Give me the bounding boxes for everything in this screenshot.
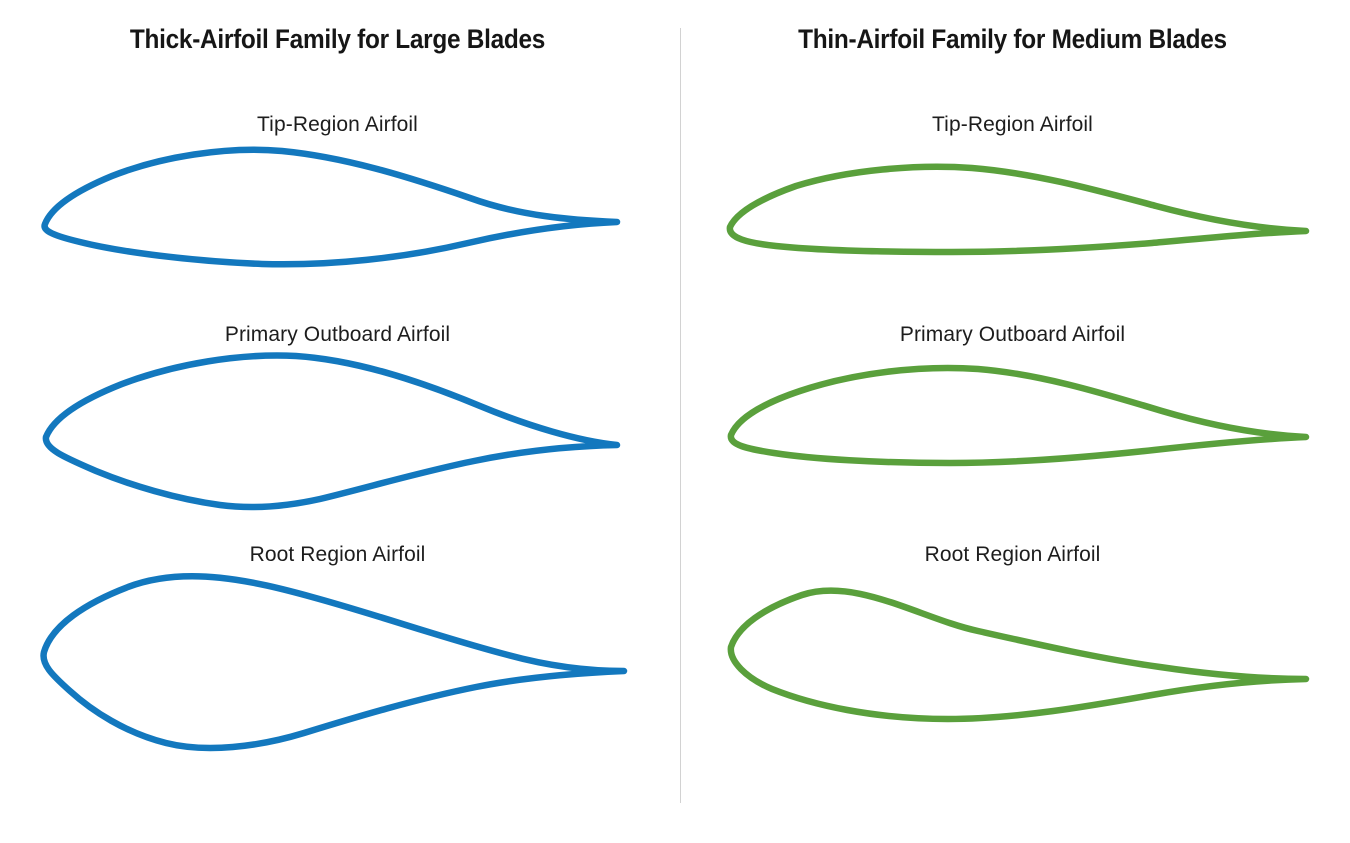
airfoil-block-thick-primary: Primary Outboard Airfoil [0, 322, 675, 524]
panel-divider [680, 28, 681, 803]
airfoil-shape-thick-root [0, 569, 675, 789]
airfoil-outline-thin-tip [726, 163, 1310, 256]
airfoil-outline-thin-primary [727, 364, 1310, 467]
panel-thin-family: Thin-Airfoil Family for Medium Blades Ti… [675, 0, 1350, 843]
airfoil-label-thick-root: Root Region Airfoil [249, 543, 426, 566]
airfoil-shape-thick-primary [0, 349, 675, 524]
airfoil-outline-thick-tip [41, 146, 621, 268]
airfoil-block-thick-tip: Tip-Region Airfoil [0, 112, 675, 289]
airfoil-block-thin-tip: Tip-Region Airfoil [675, 112, 1350, 289]
airfoil-label-thick-primary: Primary Outboard Airfoil [224, 323, 451, 346]
airfoil-outline-thick-root [40, 573, 628, 752]
airfoil-outline-thin-root [727, 587, 1310, 723]
airfoil-outline-thick-primary [42, 352, 621, 511]
airfoil-shape-thin-primary [675, 349, 1350, 524]
airfoil-shape-thick-tip [0, 139, 675, 289]
airfoil-shape-thin-root [675, 569, 1350, 789]
airfoil-block-thin-root: Root Region Airfoil [675, 542, 1350, 789]
airfoil-block-thin-primary: Primary Outboard Airfoil [675, 322, 1350, 524]
airfoil-label-thin-primary: Primary Outboard Airfoil [899, 323, 1126, 346]
airfoil-label-thick-tip: Tip-Region Airfoil [257, 113, 418, 136]
panel-title-thin: Thin-Airfoil Family for Medium Blades [798, 24, 1227, 54]
panel-thick-family: Thick-Airfoil Family for Large Blades Ti… [0, 24, 675, 789]
airfoil-shape-thin-tip [675, 139, 1350, 289]
airfoil-label-thin-root: Root Region Airfoil [924, 543, 1101, 566]
airfoil-label-thin-tip: Tip-Region Airfoil [932, 113, 1093, 136]
panel-title-thick: Thick-Airfoil Family for Large Blades [129, 24, 546, 54]
airfoil-block-thick-root: Root Region Airfoil [0, 542, 675, 789]
